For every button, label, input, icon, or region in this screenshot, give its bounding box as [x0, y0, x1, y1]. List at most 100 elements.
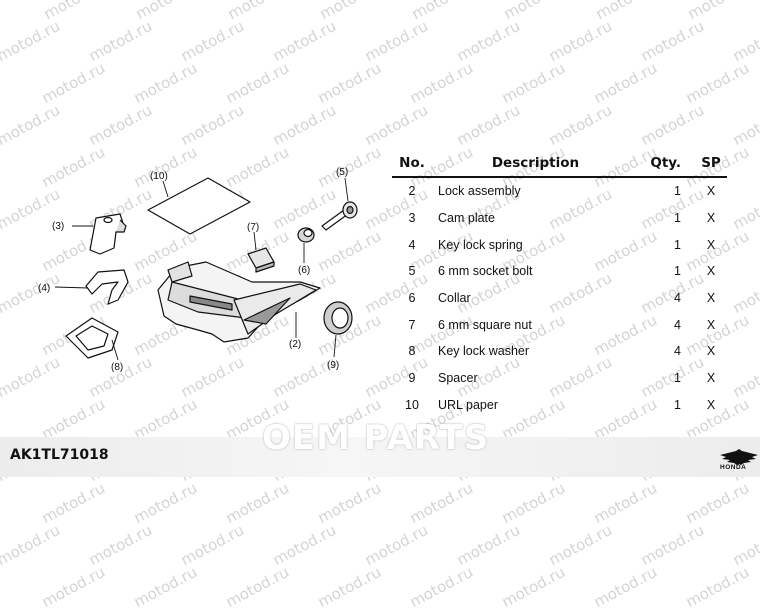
watermark-text: motod.ru — [39, 394, 109, 444]
watermark-text: motod.ru — [730, 520, 760, 570]
watermark-text: motod.ru — [39, 478, 109, 528]
cell-qty: 1 — [674, 184, 681, 199]
header-sp: SP — [695, 152, 727, 178]
kit-part-number: AK1TL71018 — [10, 447, 109, 463]
cell-qty: 1 — [674, 237, 681, 252]
cell-description: URL paper — [438, 397, 498, 412]
cell-sp: X — [706, 371, 716, 386]
watermark-text: motod.ru — [223, 562, 293, 611]
watermark-text: motod.ru — [409, 0, 478, 23]
cell-sp: X — [706, 184, 716, 199]
cell-sp: X — [706, 397, 716, 412]
cell-qty: 1 — [674, 211, 681, 226]
watermark-text: motod.ru — [86, 16, 156, 66]
watermark-text: motod.ru — [86, 100, 156, 150]
cell-description: 6 mm square nut — [438, 317, 532, 332]
watermark-text: motod.ru — [499, 58, 569, 108]
watermark-text: motod.ru — [178, 100, 248, 150]
cell-description: Spacer — [438, 371, 478, 386]
watermark-text: motod.ru — [362, 100, 432, 150]
callout-2: (2) — [289, 339, 301, 350]
exploded-parts-diagram: (10) (3) (7) (5) (6) (4) (2) (8) (9) — [38, 167, 358, 373]
cell-no: 7 — [408, 317, 416, 332]
callout-9: (9) — [327, 360, 339, 371]
watermark-text: motod.ru — [638, 520, 708, 570]
watermark-text: motod.ru — [730, 184, 760, 234]
cell-no: 2 — [408, 184, 416, 199]
callout-3: (3) — [52, 221, 64, 232]
cell-description: Lock assembly — [438, 184, 521, 199]
cell-sp: X — [706, 264, 716, 279]
watermark-text: motod.ru — [362, 16, 432, 66]
cell-no: 5 — [408, 264, 416, 279]
cell-no: 10 — [405, 397, 419, 412]
watermark-text: motod.ru — [131, 478, 201, 528]
cell-qty: 4 — [674, 344, 681, 359]
watermark-text: motod.ru — [546, 100, 616, 150]
honda-wing-icon — [720, 449, 758, 465]
watermark-text: motod.ru — [270, 520, 340, 570]
watermark-text: motod.ru — [685, 0, 754, 23]
watermark-text: motod.ru — [39, 562, 109, 611]
watermark-text: motod.ru — [41, 0, 110, 23]
watermark-text: motod.ru — [454, 16, 524, 66]
callout-4: (4) — [38, 283, 50, 294]
watermark-text: motod.ru — [546, 16, 616, 66]
watermark-text: motod.ru — [270, 16, 340, 66]
watermark-text: motod.ru — [454, 520, 524, 570]
watermark-text: motod.ru — [131, 394, 201, 444]
watermark-text: motod.ru — [730, 352, 760, 402]
watermark-text: motod.ru — [407, 58, 477, 108]
watermark-text: motod.ru — [591, 562, 661, 611]
cell-description: Collar — [438, 291, 471, 306]
watermark-text: motod.ru — [86, 520, 156, 570]
watermark-text: motod.ru — [225, 0, 294, 23]
cell-qty: 4 — [674, 291, 681, 306]
callout-8: (8) — [111, 362, 123, 373]
cell-no: 3 — [408, 211, 416, 226]
cell-description: Key lock washer — [438, 344, 530, 359]
watermark-text: motod.ru — [501, 0, 570, 23]
cell-sp: X — [706, 211, 716, 226]
watermark-text: motod.ru — [407, 562, 477, 611]
cell-qty: 1 — [674, 397, 681, 412]
watermark-text: motod.ru — [131, 562, 201, 611]
callout-10: (10) — [150, 171, 168, 182]
watermark-text: motod.ru — [454, 100, 524, 150]
table-row: 10 URL paper 1 X — [392, 392, 727, 419]
watermark-text: motod.ru — [223, 58, 293, 108]
cell-qty: 1 — [674, 371, 681, 386]
watermark-text: motod.ru — [315, 562, 385, 611]
callout-5: (5) — [336, 167, 348, 178]
header-qty: Qty. — [633, 152, 695, 178]
callout-6: (6) — [298, 265, 310, 276]
watermark-text: motod.ru — [638, 100, 708, 150]
watermark-text: motod.ru — [317, 0, 386, 23]
watermark-text: motod.ru — [315, 58, 385, 108]
table-row: 2 Lock assembly 1 X — [392, 177, 727, 205]
cell-description: 6 mm socket bolt — [438, 264, 533, 279]
cell-sp: X — [706, 237, 716, 252]
table-row: 3 Cam plate 1 X — [392, 205, 727, 232]
watermark-text: motod.ru — [315, 478, 385, 528]
watermark-text: motod.ru — [683, 478, 753, 528]
part-3-cam-plate — [89, 213, 125, 255]
watermark-text: motod.ru — [730, 16, 760, 66]
callout-7: (7) — [247, 222, 259, 233]
watermark-text: motod.ru — [39, 58, 109, 108]
watermark-text: motod.ru — [546, 520, 616, 570]
cell-description: Cam plate — [438, 211, 495, 226]
cell-sp: X — [706, 317, 716, 332]
footer-band — [0, 437, 760, 477]
watermark-text: motod.ru — [499, 562, 569, 611]
watermark-text: motod.ru — [683, 562, 753, 611]
watermark-text: motod.ru — [0, 100, 64, 150]
header-no: No. — [392, 152, 432, 178]
watermark-text: motod.ru — [591, 58, 661, 108]
